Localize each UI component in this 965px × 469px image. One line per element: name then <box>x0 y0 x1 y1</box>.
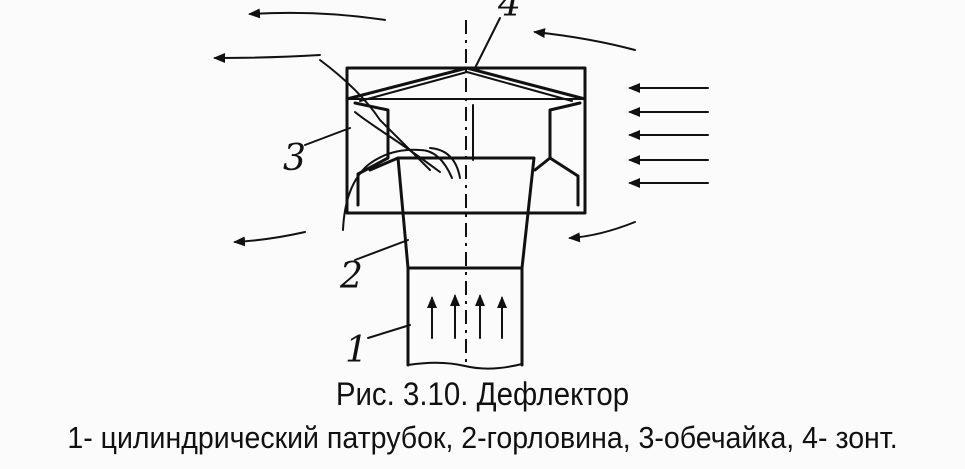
pipe-outline <box>406 266 524 367</box>
umbrella-top <box>345 66 587 101</box>
label-shell: 3 <box>283 138 306 179</box>
pipe-break <box>407 361 523 370</box>
wind-arrow-top-left <box>248 8 386 21</box>
label-neck: 2 <box>339 256 363 297</box>
label-umbrella: 4 <box>497 0 521 25</box>
umbrella-inner <box>349 71 586 102</box>
figure-caption-legend: 1- цилиндрический патрубок, 2-горловина,… <box>67 420 898 455</box>
flow-curve-3 <box>342 148 453 231</box>
shell-right-wall <box>533 101 582 207</box>
leader-neck <box>354 239 409 261</box>
wind-arrow-top-right <box>533 28 636 51</box>
flow-curve-2 <box>354 111 441 173</box>
leader-pipe <box>367 324 411 339</box>
label-pipe: 1 <box>345 330 368 371</box>
figure-caption-title: Рис. 3.10. Дефлектор <box>335 376 630 412</box>
wind-arrow-mid-left <box>213 52 321 63</box>
wind-arrow-bottom-right <box>568 221 636 243</box>
leader-shell <box>304 127 351 146</box>
wind-arrow-bottom-left <box>233 231 306 247</box>
flow-curve-4 <box>429 147 461 179</box>
leader-umbrella <box>474 17 501 69</box>
shell-left-wall <box>353 101 400 207</box>
